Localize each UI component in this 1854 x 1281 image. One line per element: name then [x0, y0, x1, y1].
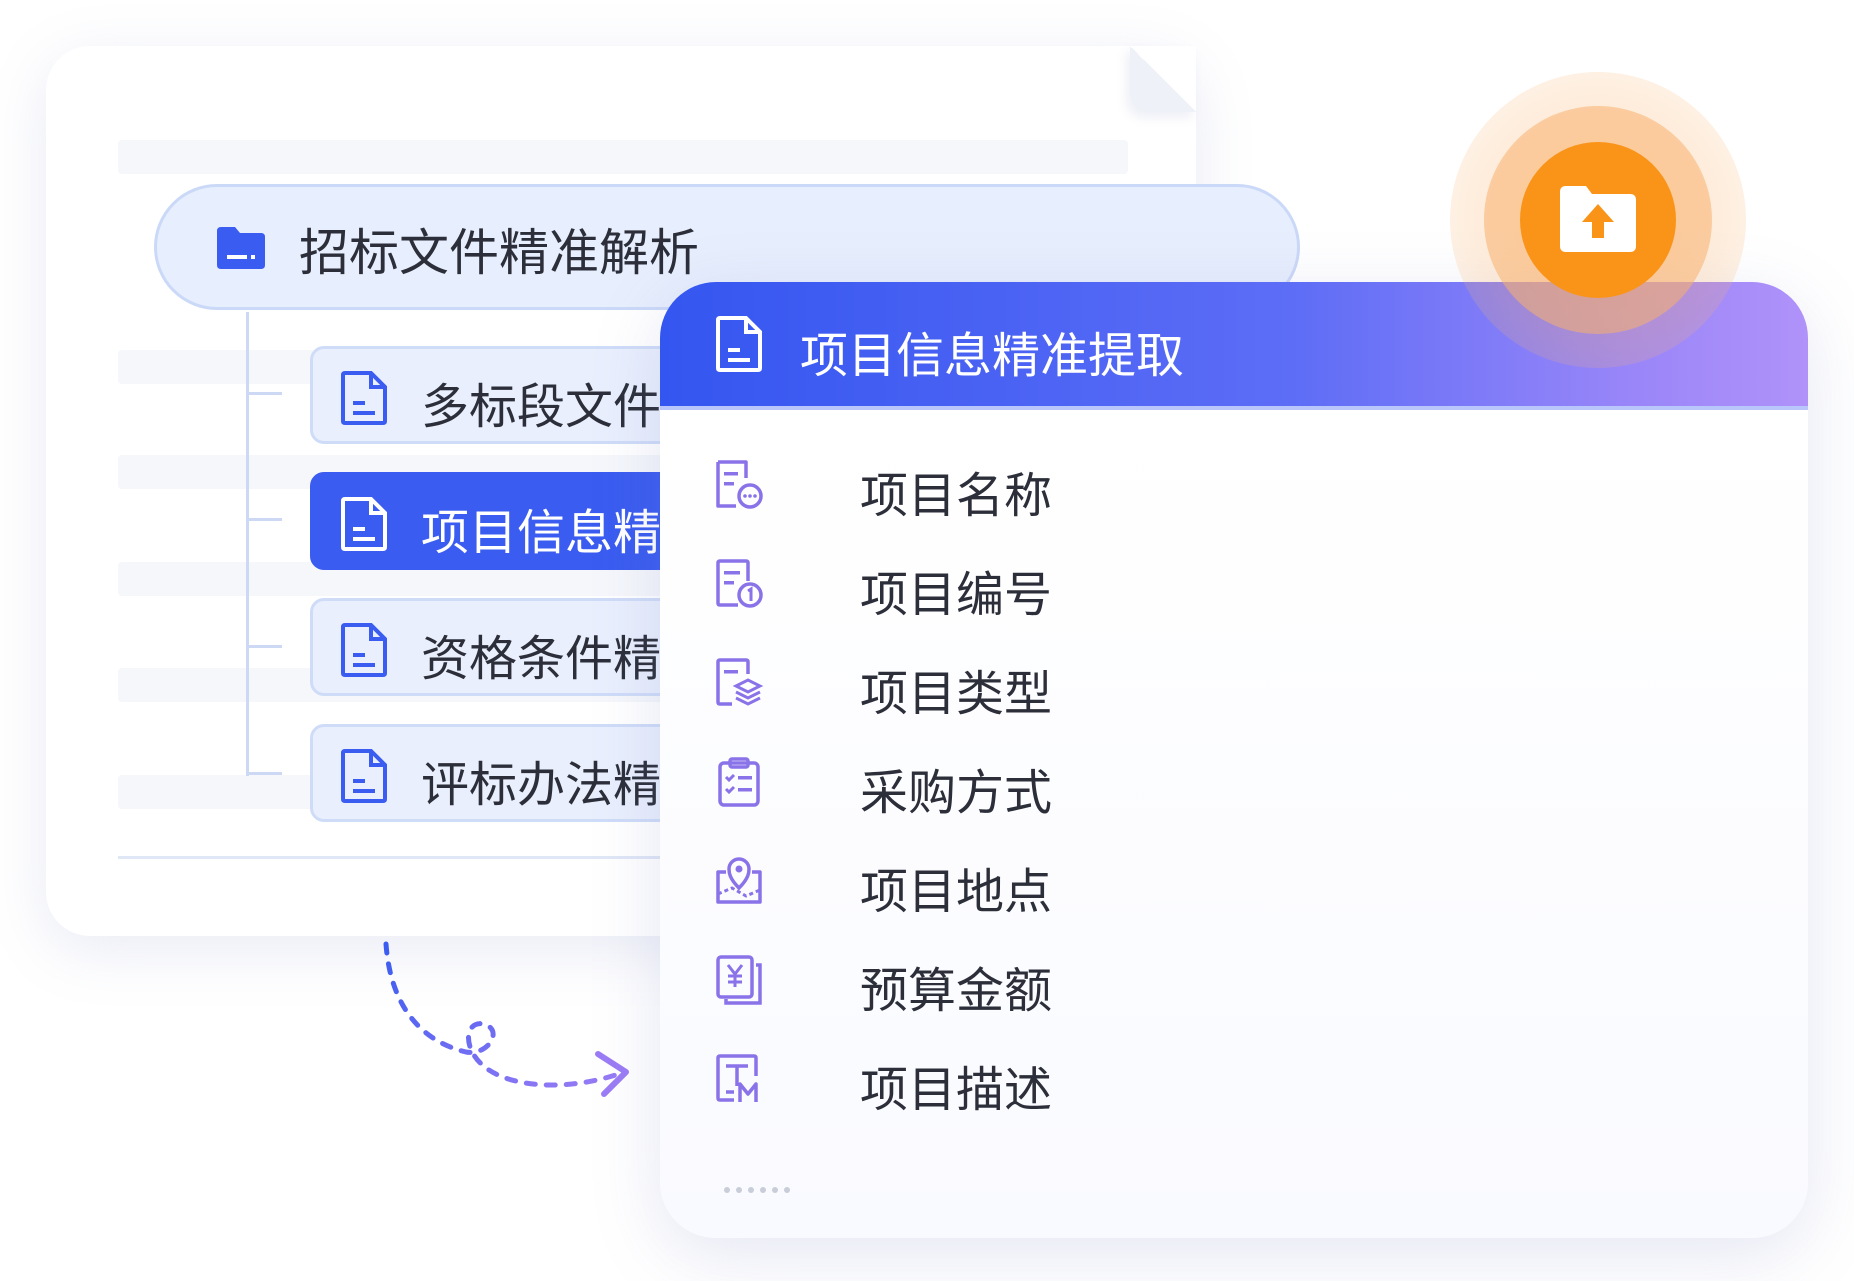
- tree-item-label: 资格条件精: [421, 631, 662, 687]
- clipboard-checklist-icon: [718, 757, 760, 807]
- map-pin-icon: [716, 857, 762, 904]
- field-label: 项目名称: [860, 468, 1053, 524]
- field-project-name[interactable]: 项目名称: [712, 450, 1312, 524]
- document-type-icon: [716, 658, 764, 706]
- tree-branch: [246, 772, 282, 775]
- tree-item-label: 多标段文件: [421, 379, 662, 435]
- document-icon: [341, 371, 387, 425]
- text-description-icon: [716, 1054, 758, 1102]
- field-budget-amount[interactable]: 预算金额: [712, 945, 1312, 1019]
- field-label: 项目编号: [860, 567, 1053, 623]
- document-name-icon: [716, 460, 763, 509]
- document-icon: [341, 497, 387, 551]
- field-label: 项目类型: [860, 666, 1053, 722]
- document-divider: [118, 856, 678, 859]
- document-number-icon: [716, 559, 763, 608]
- field-label: 项目地点: [860, 864, 1053, 920]
- tree-connector: [246, 312, 249, 776]
- field-project-type[interactable]: 项目类型: [712, 648, 1312, 722]
- extraction-panel: 项目信息精准提取 项目名称 项目编号 项目类: [660, 282, 1808, 1238]
- tree-branch: [246, 392, 282, 395]
- document-icon: [341, 623, 387, 677]
- field-project-description[interactable]: 项目描述: [712, 1044, 1312, 1118]
- folder-upload-icon: [1560, 186, 1636, 252]
- tree-branch: [246, 645, 282, 648]
- field-project-number[interactable]: 项目编号: [712, 549, 1312, 623]
- field-procurement-method[interactable]: 采购方式: [712, 747, 1312, 821]
- upload-button[interactable]: [1520, 142, 1676, 298]
- yuan-document-icon: [716, 955, 762, 1005]
- flow-arrow-icon: [383, 941, 629, 1097]
- document-icon: [716, 316, 762, 372]
- document-icon: [341, 749, 387, 803]
- tree-item-label: 项目信息精: [421, 505, 662, 561]
- field-label: 采购方式: [860, 765, 1053, 821]
- more-dots-indicator: [724, 1178, 796, 1197]
- field-label: 预算金额: [860, 963, 1053, 1019]
- tree-item-label: 评标办法精: [421, 757, 662, 813]
- folder-icon: [217, 227, 265, 269]
- document-folded-corner: [1130, 46, 1196, 112]
- field-label: 项目描述: [860, 1062, 1053, 1118]
- field-project-location[interactable]: 项目地点: [712, 846, 1312, 920]
- root-label: 招标文件精准解析: [299, 224, 699, 282]
- panel-title: 项目信息精准提取: [800, 328, 1185, 384]
- panel-body: [660, 410, 1808, 1238]
- tree-branch: [246, 518, 282, 521]
- document-text-placeholder: [118, 140, 1128, 174]
